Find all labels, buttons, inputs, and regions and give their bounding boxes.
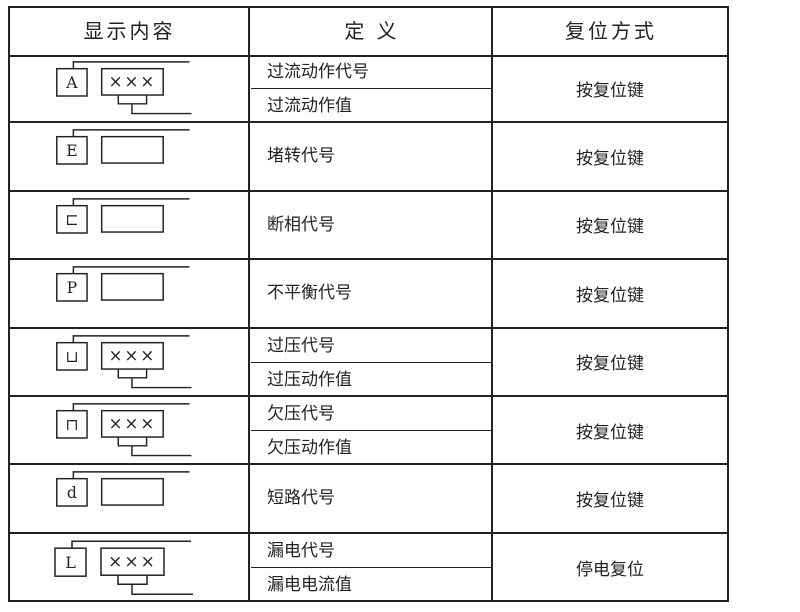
definition-text: 不平衡代号: [267, 283, 352, 304]
display-diagram: E: [56, 129, 190, 166]
display-diagram: L ×××: [54, 540, 193, 595]
definition-cell: 过流动作代号过流动作值: [251, 55, 493, 121]
code-symbol: ⊏: [65, 211, 78, 229]
table-row: d 短路代号 按复位键: [10, 465, 727, 534]
reset-method: 按复位键: [576, 354, 644, 375]
table-row: ⊔ ××× 过压代号过压动作值 按复位键: [10, 329, 727, 397]
code-box: [56, 409, 88, 439]
definition-text: 过压代号: [251, 329, 493, 363]
display-diagram: ⊔ ×××: [56, 334, 192, 388]
definition-cell: 断相代号: [251, 192, 493, 258]
table-header: 显示内容 定 义 复位方式: [10, 8, 727, 57]
display-diagram: P: [56, 266, 190, 302]
code-symbol: A: [65, 74, 78, 92]
code-box: [56, 67, 88, 97]
value-box: [100, 478, 164, 507]
table-row: P 不平衡代号 按复位键: [10, 260, 727, 329]
header-definition: 定 义: [344, 19, 400, 43]
reset-method: 按复位键: [576, 149, 644, 170]
code-box: [56, 136, 88, 166]
code-symbol: L: [65, 553, 76, 572]
reset-method: 停电复位: [576, 560, 644, 581]
fault-display-table: 显示内容 定 义 复位方式 A ××× 过流动作代号过流动作值 按复位键 E 堵…: [8, 6, 729, 602]
code-box: [56, 204, 88, 234]
value-box: [100, 341, 164, 370]
code-box: [56, 273, 88, 302]
definition-text: 过流动作代号: [251, 55, 493, 89]
definition-text: 堵转代号: [267, 146, 335, 167]
display-diagram: ⊓ ×××: [56, 403, 192, 457]
column-divider: [248, 8, 250, 600]
value-text: ×××: [109, 72, 157, 91]
reset-method: 按复位键: [576, 217, 644, 238]
column-divider: [491, 8, 493, 600]
reset-method: 按复位键: [576, 422, 644, 443]
header-reset: 复位方式: [565, 19, 657, 43]
table-row: ⊓ ××× 欠压代号欠压动作值 按复位键: [10, 397, 727, 466]
definition-cell: 漏电代号漏电电流值: [251, 534, 493, 602]
value-box: [100, 547, 165, 576]
table-row: E 堵转代号 按复位键: [10, 123, 727, 192]
definition-cell: 欠压代号欠压动作值: [251, 397, 493, 463]
value-box: [100, 136, 164, 165]
definition-text: 欠压动作值: [267, 438, 352, 458]
reset-method: 按复位键: [576, 491, 644, 512]
header-display: 显示内容: [83, 19, 176, 43]
value-box: [100, 204, 164, 233]
code-symbol: d: [67, 485, 77, 503]
definition-text: 过流动作值: [267, 96, 352, 116]
display-diagram: ⊏: [56, 197, 190, 234]
definition-text: 断相代号: [267, 214, 335, 235]
value-box: [100, 409, 164, 438]
reset-method: 按复位键: [576, 80, 644, 101]
table-row: ⊏ 断相代号 按复位键: [10, 192, 727, 261]
definition-text: 漏电代号: [251, 534, 493, 568]
definition-text: 短路代号: [267, 488, 335, 509]
code-box: [54, 547, 87, 577]
table-row: L ××× 漏电代号漏电电流值 停电复位: [10, 534, 727, 602]
code-symbol: ⊔: [65, 348, 78, 366]
code-symbol: E: [66, 143, 77, 161]
display-diagram: d: [56, 471, 190, 508]
definition-text: 漏电电流值: [267, 574, 352, 595]
definition-cell: 堵转代号: [251, 123, 493, 189]
reset-method: 按复位键: [576, 285, 644, 306]
definition-cell: 不平衡代号: [251, 260, 493, 326]
value-text: ×××: [109, 414, 157, 433]
code-symbol: P: [67, 279, 78, 297]
code-symbol: ⊓: [65, 416, 78, 434]
definition-text: 欠压代号: [251, 397, 493, 431]
value-text: ×××: [108, 552, 157, 572]
code-box: [56, 341, 88, 371]
value-text: ×××: [109, 346, 157, 365]
definition-cell: 过压代号过压动作值: [251, 329, 493, 395]
table-row: A ××× 过流动作代号过流动作值 按复位键: [10, 55, 727, 124]
code-box: [56, 478, 88, 508]
value-box: [100, 67, 164, 96]
display-diagram: A ×××: [56, 61, 192, 115]
definition-text: 过压动作值: [267, 369, 352, 390]
definition-cell: 短路代号: [251, 465, 493, 531]
value-box: [100, 273, 164, 301]
